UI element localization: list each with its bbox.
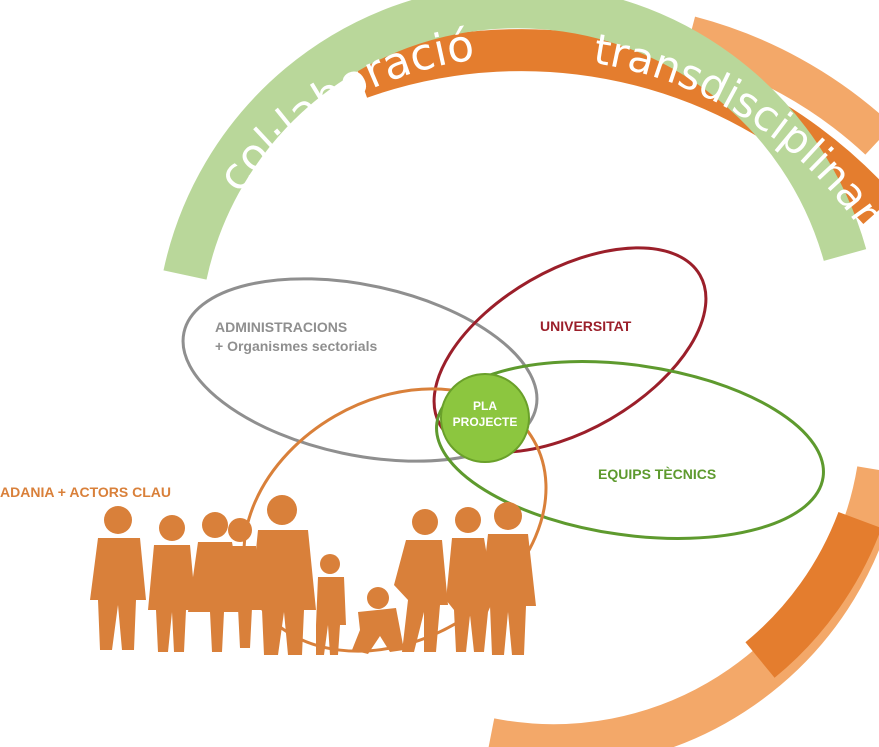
equips-tecnics-ellipse <box>435 360 825 540</box>
bottom-arc-dark <box>745 511 879 678</box>
administracions-ellipse <box>181 277 539 463</box>
ciutadania-label: ADANIA + ACTORS CLAU <box>0 484 171 500</box>
people-silhouettes-icon <box>90 495 536 655</box>
organismes-label: + Organismes sectorials <box>215 338 377 354</box>
pla-label: PLA <box>473 399 497 413</box>
administracions-label: ADMINISTRACIONS <box>215 319 347 335</box>
collaboracio-arc <box>163 0 867 280</box>
pla-projecte-circle <box>440 373 530 463</box>
projecte-label: PROJECTE <box>453 415 518 429</box>
equips-tecnics-label: EQUIPS TÈCNICS <box>598 466 716 482</box>
universitat-label: UNIVERSITAT <box>540 318 632 334</box>
universitat-ellipse <box>432 246 708 454</box>
